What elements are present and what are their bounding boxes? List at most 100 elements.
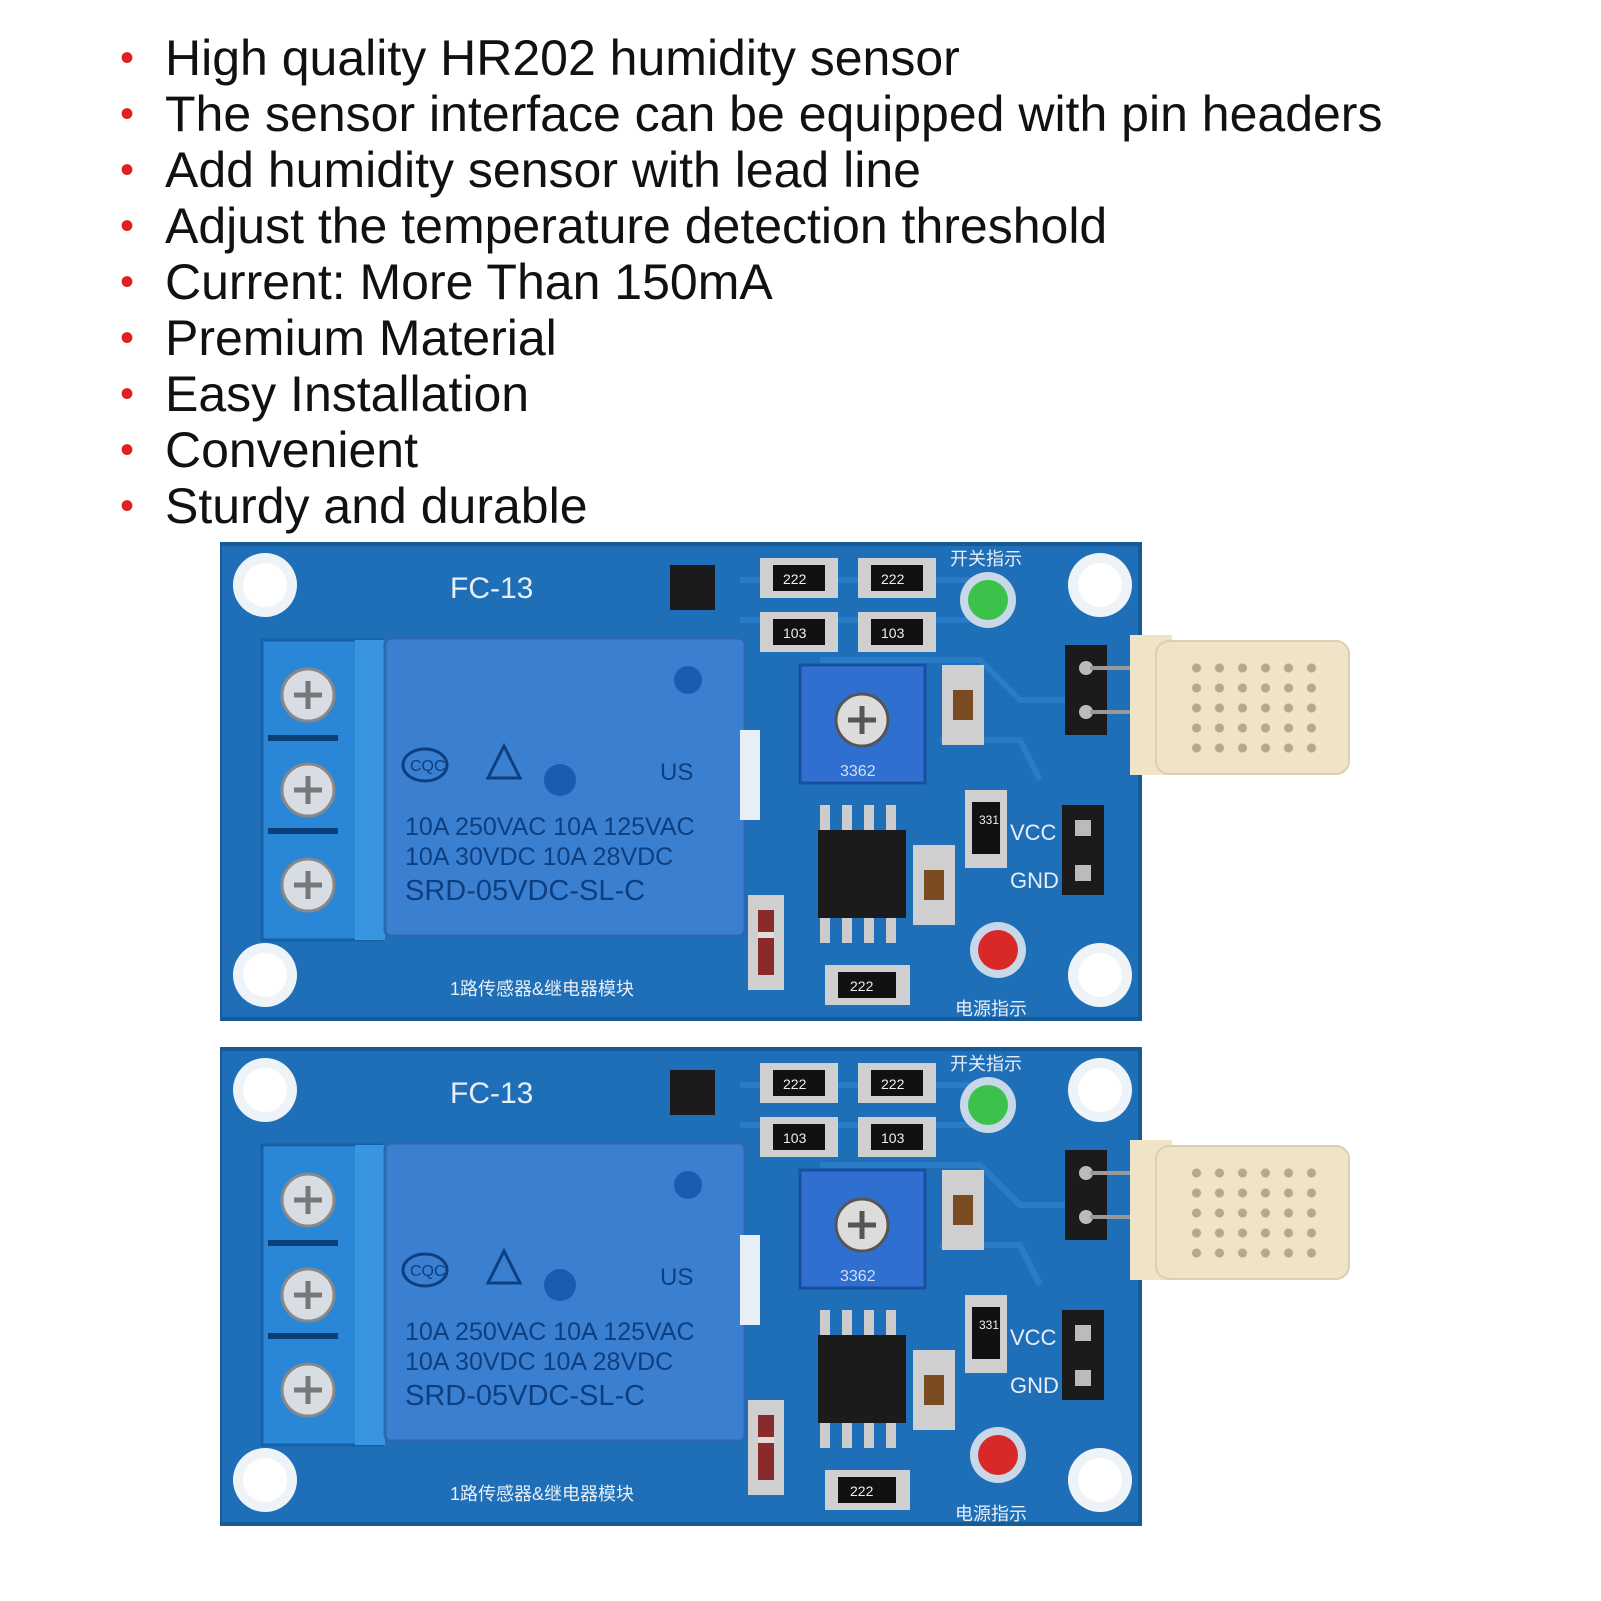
feature-item: • Convenient	[120, 422, 1382, 478]
resistor: 222	[825, 965, 910, 1005]
resistor: 331	[965, 1295, 1007, 1373]
resistor: 222	[858, 558, 936, 598]
svg-text:3362: 3362	[840, 763, 876, 780]
screw-icon	[280, 1362, 336, 1418]
mounting-hole-icon	[1068, 1448, 1132, 1512]
resistor: 103	[858, 1117, 936, 1157]
screw-icon	[280, 857, 336, 913]
bullet-icon: •	[120, 36, 135, 80]
mounting-hole-icon	[1068, 943, 1132, 1007]
svg-text:3362: 3362	[840, 1268, 876, 1285]
feature-list: •High quality HR202 humidity sensor •The…	[120, 30, 1382, 534]
mounting-hole-icon	[233, 1448, 297, 1512]
vcc-label: VCC	[1010, 1325, 1057, 1350]
feature-item: •Adjust the temperature detection thresh…	[120, 198, 1382, 254]
relay-model: SRD-05VDC-SL-C	[405, 875, 645, 907]
capacitor	[942, 665, 984, 745]
module-name-label: 1路传感器&继电器模块	[450, 1484, 634, 1504]
mounting-hole-icon	[233, 943, 297, 1007]
feature-text: Current: More Than 150mA	[165, 254, 773, 310]
capacitor	[913, 1350, 955, 1430]
green-led-icon	[960, 572, 1016, 628]
feature-text: Premium Material	[165, 310, 557, 366]
feature-text: High quality HR202 humidity sensor	[165, 30, 960, 86]
sensor-vent-grid	[1185, 1163, 1325, 1263]
svg-text:222: 222	[850, 978, 874, 994]
pin-header	[1062, 1310, 1104, 1400]
capacitor	[942, 1170, 984, 1250]
resistor: 222	[760, 1063, 838, 1103]
sensor-connector	[1065, 1150, 1107, 1240]
mounting-hole-icon	[1068, 553, 1132, 617]
relay-rating-1: 10A 250VAC 10A 125VAC	[405, 813, 695, 841]
feature-text: Adjust the temperature detection thresho…	[165, 198, 1108, 254]
gnd-label: GND	[1010, 1373, 1059, 1398]
feature-item: • High quality HR202 humidity sensor	[120, 30, 1382, 86]
diode	[748, 895, 784, 990]
bullet-icon: •	[120, 316, 135, 360]
resistor: 103	[760, 1117, 838, 1157]
resistor: 222	[858, 1063, 936, 1103]
screw-icon	[280, 1267, 336, 1323]
sensor-vent-grid	[1185, 658, 1325, 758]
relay-rating-2: 10A 30VDC 10A 28VDC	[405, 1348, 673, 1376]
switch-indicator-label: 开关指示	[950, 549, 1022, 569]
svg-text:331: 331	[979, 1318, 999, 1332]
red-led-icon	[970, 1427, 1026, 1483]
screw-icon	[280, 762, 336, 818]
potentiometer: 3362	[798, 1168, 927, 1290]
power-indicator-label: 电源指示	[955, 1504, 1027, 1524]
capacitor	[913, 845, 955, 925]
bullet-icon: •	[120, 428, 135, 472]
relay-rating-2: 10A 30VDC 10A 28VDC	[405, 843, 673, 871]
svg-text:222: 222	[783, 571, 807, 587]
triangle-icon	[485, 742, 523, 780]
relay-module-image: FC-13 CQC US 10A 250VAC 10A 125VAC 10A 3…	[220, 542, 1172, 1021]
feature-item: • Premium Material	[120, 310, 1382, 366]
mounting-hole-icon	[233, 1058, 297, 1122]
diode	[748, 1400, 784, 1495]
svg-text:331: 331	[979, 813, 999, 827]
feature-item: •Easy Installation	[120, 366, 1382, 422]
svg-text:103: 103	[783, 625, 807, 641]
ul-mark: US	[660, 1264, 693, 1291]
feature-item: • Sturdy and durable	[120, 478, 1382, 534]
feature-text: Convenient	[165, 422, 418, 478]
triangle-icon	[485, 1247, 523, 1285]
gnd-label: GND	[1010, 868, 1059, 893]
cqc-logo-icon	[401, 747, 449, 783]
pin-header	[1062, 805, 1104, 895]
relay-module-photo-top: FC-13 CQC US 10A 250VAC 10A 125VAC 10A 3…	[220, 540, 1180, 1035]
power-indicator-label: 电源指示	[955, 999, 1027, 1019]
svg-text:222: 222	[881, 571, 905, 587]
ic-chip	[818, 805, 906, 943]
bullet-icon: •	[120, 484, 135, 528]
resistor: 103	[858, 612, 936, 652]
cqc-logo-icon	[401, 1252, 449, 1288]
red-led-icon	[970, 922, 1026, 978]
screw-icon	[280, 1172, 336, 1228]
svg-text:222: 222	[881, 1076, 905, 1092]
potentiometer: 3362	[798, 663, 927, 785]
green-led-icon	[960, 1077, 1016, 1133]
bullet-icon: •	[120, 260, 135, 304]
bullet-icon: •	[120, 148, 135, 192]
relay-module-image: FC-13 CQC US 10A 250VAC 10A 125VAC 10A 3…	[220, 1047, 1172, 1526]
svg-text:222: 222	[850, 1483, 874, 1499]
ul-mark: US	[660, 759, 693, 786]
svg-text:103: 103	[783, 1130, 807, 1146]
bullet-icon: •	[120, 92, 135, 136]
feature-item: • Add humidity sensor with lead line	[120, 142, 1382, 198]
transistor	[670, 1070, 715, 1115]
board-model-label: FC-13	[450, 1077, 533, 1110]
resistor: 331	[965, 790, 1007, 868]
relay-rating-1: 10A 250VAC 10A 125VAC	[405, 1318, 695, 1346]
cqc-mark: CQC	[410, 758, 446, 775]
feature-text: Easy Installation	[165, 366, 530, 422]
humidity-sensor-body-bottom	[1155, 1145, 1350, 1280]
switch-indicator-label: 开关指示	[950, 1054, 1022, 1074]
feature-text: Sturdy and durable	[165, 478, 588, 534]
feature-text: Add humidity sensor with lead line	[165, 142, 921, 198]
humidity-sensor-body-top	[1155, 640, 1350, 775]
vcc-label: VCC	[1010, 820, 1057, 845]
